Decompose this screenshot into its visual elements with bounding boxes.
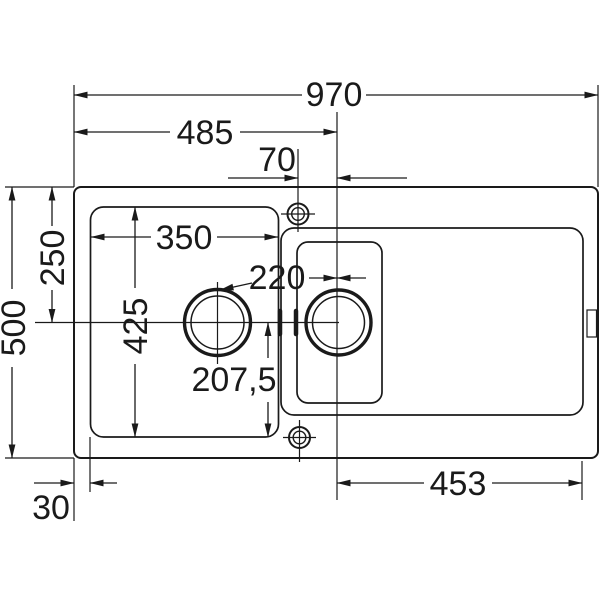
outer-rim (73, 186, 599, 459)
dim-faucet-offset: 70 (228, 141, 407, 182)
dim-bowl-length: 425 (117, 206, 155, 438)
faucet-bottom-inner (292, 430, 307, 445)
dim-label-70: 70 (258, 141, 296, 179)
dim-label-500: 500 (0, 300, 33, 357)
dim-label-453: 453 (430, 465, 487, 503)
dim-half-width: 485 (73, 114, 338, 152)
dim-centerline-to-bowl-end: 207,5 (191, 322, 277, 438)
dim-label-425: 425 (117, 298, 155, 355)
dim-label-207-5: 207,5 (191, 361, 276, 399)
dim-drainer-length: 453 (336, 465, 583, 503)
dim-label-485: 485 (177, 114, 234, 152)
dim-bowl-width: 350 (90, 219, 279, 257)
overflow-tab (586, 309, 598, 338)
sink-outline (73, 186, 599, 459)
dim-label-970: 970 (306, 76, 363, 114)
dim-leader (219, 282, 253, 291)
dim-label-220: 220 (249, 259, 306, 297)
dim-label-350: 350 (156, 219, 213, 257)
dim-drain-spacing: 220 (219, 259, 366, 297)
half-bowl-drain-outer (304, 288, 373, 357)
dim-edge-margin: 30 (32, 479, 117, 527)
dim-overall-depth: 500 (0, 186, 33, 459)
dim-label-30: 30 (32, 489, 70, 527)
dim-overall-width: 970 (73, 76, 599, 114)
half-bowl-drain-inner (311, 295, 366, 350)
dim-rim-to-centerline: 250 (34, 186, 72, 323)
faucet-hole-bottom (283, 420, 316, 462)
main-bowl-drain-outer (182, 287, 253, 358)
main-bowl-drain-inner (190, 295, 245, 350)
dim-label-250: 250 (34, 230, 72, 287)
faucet-hole-top (281, 149, 315, 232)
faucet-top-outer (286, 202, 310, 226)
faucet-top-inner (291, 206, 306, 221)
faucet-bottom-outer (288, 426, 311, 449)
